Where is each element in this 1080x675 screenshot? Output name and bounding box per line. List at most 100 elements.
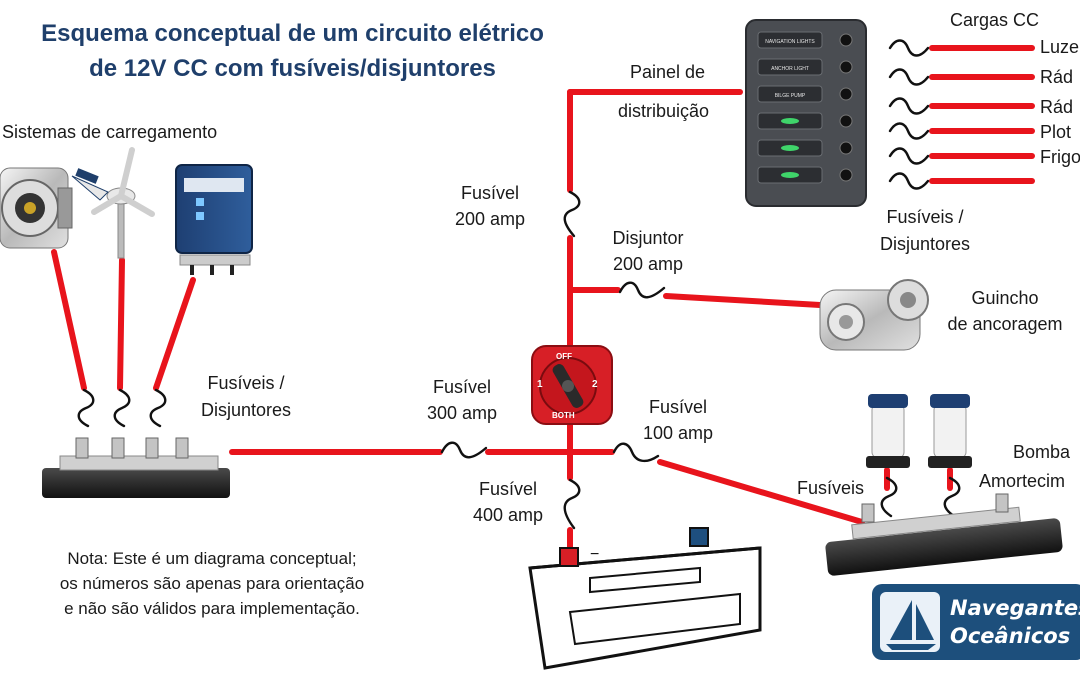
dc-load-item: Rád bbox=[1040, 97, 1074, 117]
fuse-icon bbox=[888, 172, 930, 190]
fuse-100-label: Fusível 100 amp bbox=[628, 396, 728, 444]
dc-load-item: Plot bbox=[1040, 122, 1072, 142]
panel-switch-row[interactable]: BILGE PUMP bbox=[757, 85, 853, 103]
fuse-icon bbox=[77, 388, 95, 428]
wiring bbox=[51, 45, 1035, 561]
panel-led-icon bbox=[781, 118, 799, 124]
dc-loads-fuses-line1: Fusíveis / bbox=[886, 207, 964, 227]
panel-toggle-icon[interactable] bbox=[839, 60, 853, 74]
logo-line2: Oceânicos bbox=[950, 624, 1071, 648]
fuse-icon bbox=[612, 442, 660, 463]
charging-busbar-icon bbox=[42, 437, 230, 498]
pumps-label-line1: Bomba bbox=[1013, 442, 1071, 462]
windlass-line1: Guincho bbox=[971, 288, 1039, 308]
note-line3: e não são válidos para implementação. bbox=[64, 599, 360, 618]
breaker-200-line2: 200 amp bbox=[612, 254, 684, 274]
fuse-icon bbox=[888, 39, 930, 57]
fuse-icon bbox=[888, 68, 930, 86]
battery-switch-icon[interactable] bbox=[531, 345, 613, 425]
logo-text: Navegantes Oceânicos bbox=[950, 594, 1080, 650]
fuse-300-line1: Fusível bbox=[432, 377, 492, 397]
fuse-200-label: Fusível 200 amp bbox=[440, 182, 540, 230]
battery-minus-label: − bbox=[590, 546, 600, 563]
panel-toggle-icon[interactable] bbox=[839, 168, 853, 182]
fuse-icon bbox=[888, 97, 930, 115]
dc-load-item: Luze bbox=[1040, 37, 1080, 57]
fuse-icon bbox=[563, 190, 581, 238]
panel-led-icon bbox=[781, 172, 799, 178]
anchor-windlass-icon bbox=[819, 279, 929, 351]
logo-line1: Navegantes bbox=[950, 596, 1080, 620]
dc-loads-fuses-line2: Disjuntores bbox=[879, 234, 971, 254]
panel-switch-row[interactable] bbox=[757, 139, 853, 157]
wire-wind-generator bbox=[117, 257, 125, 391]
panel-switch-row[interactable] bbox=[757, 166, 853, 184]
dc-loads-title: Cargas CC bbox=[950, 10, 1040, 30]
fuse-400-label: Fusível 400 amp bbox=[458, 478, 558, 526]
windlass-label: Guincho de ancoragem bbox=[930, 287, 1080, 335]
charging-fuses-line1: Fusíveis / bbox=[207, 373, 285, 393]
panel-led-icon bbox=[781, 145, 799, 151]
fuse-icon bbox=[888, 122, 930, 140]
windlass-line2: de ancoragem bbox=[947, 314, 1063, 334]
fuse-300-line2: 300 amp bbox=[426, 403, 498, 423]
battery-icon bbox=[528, 527, 762, 670]
disclaimer-note: Nota: Este é um diagrama conceptual; os … bbox=[12, 546, 412, 621]
panel-switch-row[interactable] bbox=[757, 112, 853, 130]
fuse-icon bbox=[563, 478, 581, 530]
breaker-200-label: Disjuntor 200 amp bbox=[596, 227, 700, 275]
diagram-title-line2: de 12V CC com fusíveis/disjuntores bbox=[89, 55, 496, 82]
charging-systems-label: Sistemas de carregamento bbox=[2, 122, 218, 142]
bilge-pump-icon bbox=[928, 394, 972, 468]
panel-label-line1: Painel de bbox=[630, 62, 706, 82]
switch-position-1-label: 1 bbox=[537, 379, 543, 390]
fuse-200-line2: 200 amp bbox=[454, 209, 526, 229]
wire-charger bbox=[153, 277, 196, 391]
battery-charger-icon bbox=[175, 164, 253, 275]
switch-off-label: OFF bbox=[556, 352, 572, 361]
switch-position-2-label: 2 bbox=[592, 379, 598, 390]
breaker-icon bbox=[618, 281, 666, 299]
panel-toggle-icon[interactable] bbox=[839, 141, 853, 155]
panel-switch-label: BILGE PUMP bbox=[775, 93, 806, 99]
navegantes-oceanicos-logo bbox=[872, 584, 1080, 660]
panel-switch-row[interactable]: ANCHOR LIGHT bbox=[757, 58, 853, 76]
dc-loads-fuses-label: Fusíveis / Disjuntores bbox=[860, 206, 990, 255]
pump-fuses-label: Fusíveis bbox=[797, 478, 865, 498]
panel-toggle-icon[interactable] bbox=[839, 114, 853, 128]
panel-switch-row[interactable]: NAVIGATION LIGHTS bbox=[757, 31, 853, 49]
panel-switch-label: NAVIGATION LIGHTS bbox=[765, 39, 815, 45]
bilge-pump-icon bbox=[866, 394, 910, 468]
panel-toggle-icon[interactable] bbox=[839, 87, 853, 101]
panel-switch-label: ANCHOR LIGHT bbox=[771, 66, 809, 72]
fuse-100-line1: Fusível bbox=[648, 397, 708, 417]
breaker-200-line1: Disjuntor bbox=[612, 228, 684, 248]
dc-load-item: Frigo bbox=[1040, 147, 1080, 167]
fuse-300-label: Fusível 300 amp bbox=[412, 376, 512, 424]
charging-fuses-label: Fusíveis / Disjuntores bbox=[186, 372, 306, 421]
note-line1: Nota: Este é um diagrama conceptual; bbox=[67, 549, 357, 568]
pumps-label-line2: Amortecim bbox=[979, 471, 1066, 491]
pump-busbar-icon bbox=[825, 493, 1063, 576]
wind-generator-icon bbox=[71, 147, 155, 259]
fuse-icon bbox=[113, 388, 131, 428]
fuse-400-line1: Fusível bbox=[478, 479, 538, 499]
fuse-100-line2: 100 amp bbox=[642, 423, 714, 443]
fuse-icon bbox=[943, 476, 961, 518]
panel-toggle-icon[interactable] bbox=[839, 33, 853, 47]
fuse-icon bbox=[888, 147, 930, 165]
note-line2: os números são apenas para orientação bbox=[59, 574, 365, 593]
fuse-icon bbox=[440, 441, 488, 459]
switch-both-label: BOTH bbox=[552, 411, 575, 420]
fuse-200-line1: Fusível bbox=[460, 183, 520, 203]
panel-label-line2: distribuição bbox=[618, 101, 710, 121]
wire-to-pump-busbar bbox=[657, 459, 865, 525]
alternator-icon bbox=[0, 167, 73, 249]
charging-fuses-line2: Disjuntores bbox=[200, 400, 292, 420]
wire-alternator bbox=[51, 249, 87, 391]
dc-load-item: Rád bbox=[1040, 67, 1074, 87]
fuse-400-line2: 400 amp bbox=[472, 505, 544, 525]
fuse-icon bbox=[149, 388, 167, 428]
diagram-title-line1: Esquema conceptual de um circuito elétri… bbox=[41, 20, 544, 47]
